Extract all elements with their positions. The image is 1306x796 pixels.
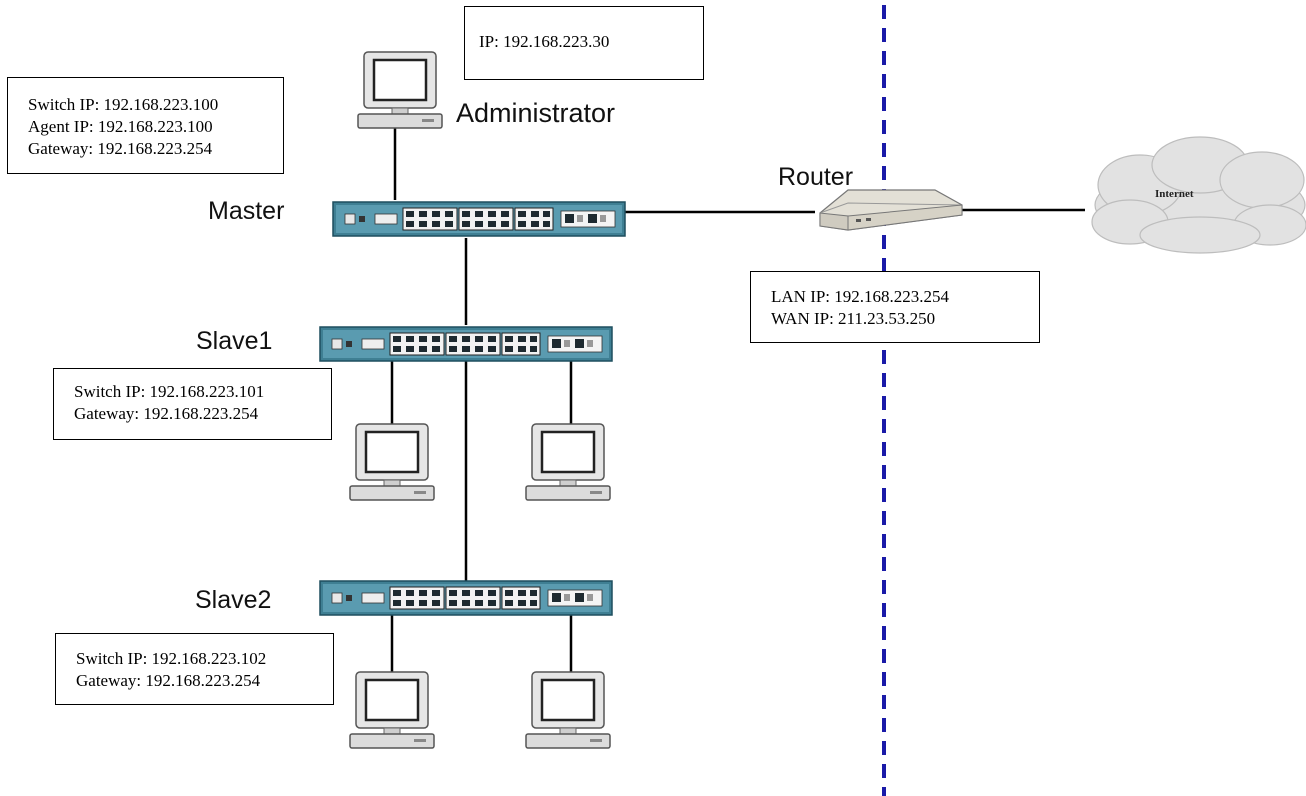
slave2-gateway: Gateway: 192.168.223.254 — [76, 671, 261, 690]
slave1-computer-1-icon — [348, 422, 436, 502]
master-switch-icon — [332, 201, 626, 237]
slave1-computer-2-icon — [524, 422, 612, 502]
internet-cloud-icon — [1091, 136, 1306, 254]
slave2-computer-2-icon — [524, 670, 612, 750]
router-info-box: LAN IP: 192.168.223.254 WAN IP: 211.23.5… — [750, 271, 1040, 343]
slave1-switch-ip: Switch IP: 192.168.223.101 — [74, 382, 265, 401]
slave1-gateway: Gateway: 192.168.223.254 — [74, 404, 259, 423]
router-lan-ip: LAN IP: 192.168.223.254 — [771, 287, 950, 306]
administrator-info-box: IP: 192.168.223.30 — [464, 6, 704, 80]
slave2-switch-icon — [319, 580, 613, 616]
slave1-switch-icon — [319, 326, 613, 362]
master-info-box: Switch IP: 192.168.223.100 Agent IP: 192… — [7, 77, 284, 174]
master-switch-ip: Switch IP: 192.168.223.100 — [28, 95, 219, 114]
slave1-label: Slave1 — [196, 327, 273, 355]
slave1-info-box: Switch IP: 192.168.223.101 Gateway: 192.… — [53, 368, 332, 440]
master-label: Master — [208, 197, 285, 225]
master-gateway: Gateway: 192.168.223.254 — [28, 139, 213, 158]
slave2-label: Slave2 — [195, 586, 272, 614]
links — [390, 120, 1085, 686]
internet-label: Internet — [1155, 188, 1194, 200]
administrator-ip: IP: 192.168.223.30 — [479, 32, 610, 51]
administrator-label: Administrator — [456, 98, 616, 128]
master-agent-ip: Agent IP: 192.168.223.100 — [28, 117, 213, 136]
slave2-switch-ip: Switch IP: 192.168.223.102 — [76, 649, 267, 668]
slave2-computer-1-icon — [348, 670, 436, 750]
administrator-computer-icon — [356, 50, 444, 130]
router-label: Router — [778, 163, 854, 191]
router-wan-ip: WAN IP: 211.23.53.250 — [771, 309, 936, 328]
slave2-info-box: Switch IP: 192.168.223.102 Gateway: 192.… — [55, 633, 334, 705]
router-icon — [819, 189, 963, 231]
